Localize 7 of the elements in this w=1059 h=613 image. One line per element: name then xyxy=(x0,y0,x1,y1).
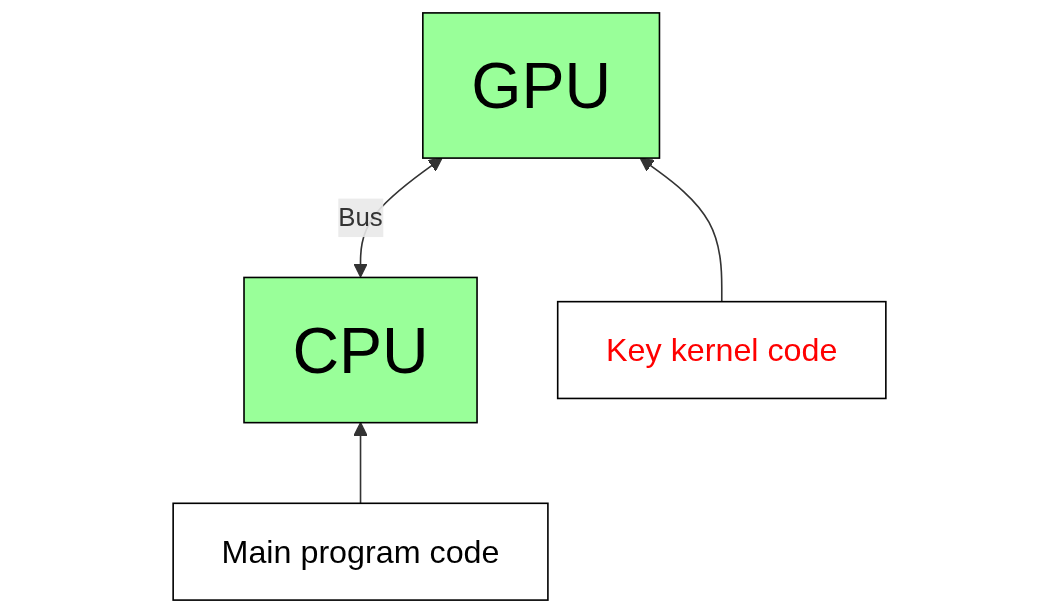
arrow xyxy=(639,157,723,303)
node-box: Key kernel code xyxy=(556,300,887,400)
edge-label: Bus xyxy=(338,203,383,231)
node-box: Main program code xyxy=(172,502,549,601)
node-box: CPU xyxy=(243,276,478,424)
node-box: GPU xyxy=(422,12,661,159)
arrow xyxy=(353,422,368,505)
